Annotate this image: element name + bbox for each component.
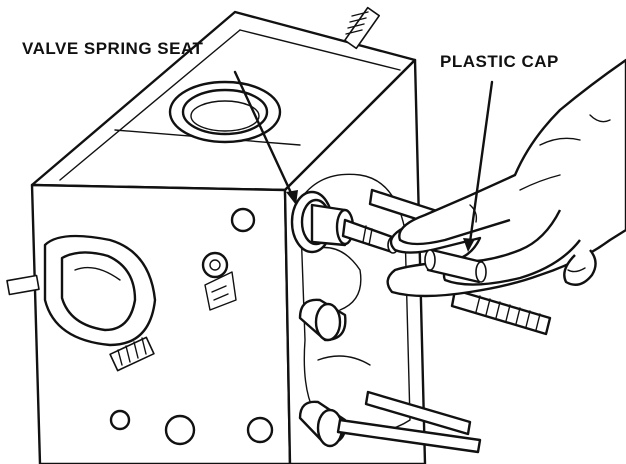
left-studs xyxy=(6,274,155,372)
top-bore xyxy=(168,80,282,144)
valve-spring-seat xyxy=(290,190,399,254)
leader-lines xyxy=(233,70,494,252)
valve-spring-seat-label: VALVE SPRING SEAT xyxy=(22,39,204,58)
intake-port xyxy=(43,234,157,347)
right-stud xyxy=(450,288,552,336)
front-bosses xyxy=(109,207,274,446)
top-stud xyxy=(343,6,381,50)
plastic-cap xyxy=(424,248,487,284)
valve-stems-lower xyxy=(298,188,482,454)
hand xyxy=(386,58,626,298)
cylinder-head-block xyxy=(30,10,427,464)
plastic-cap-label: PLASTIC CAP xyxy=(440,52,559,71)
